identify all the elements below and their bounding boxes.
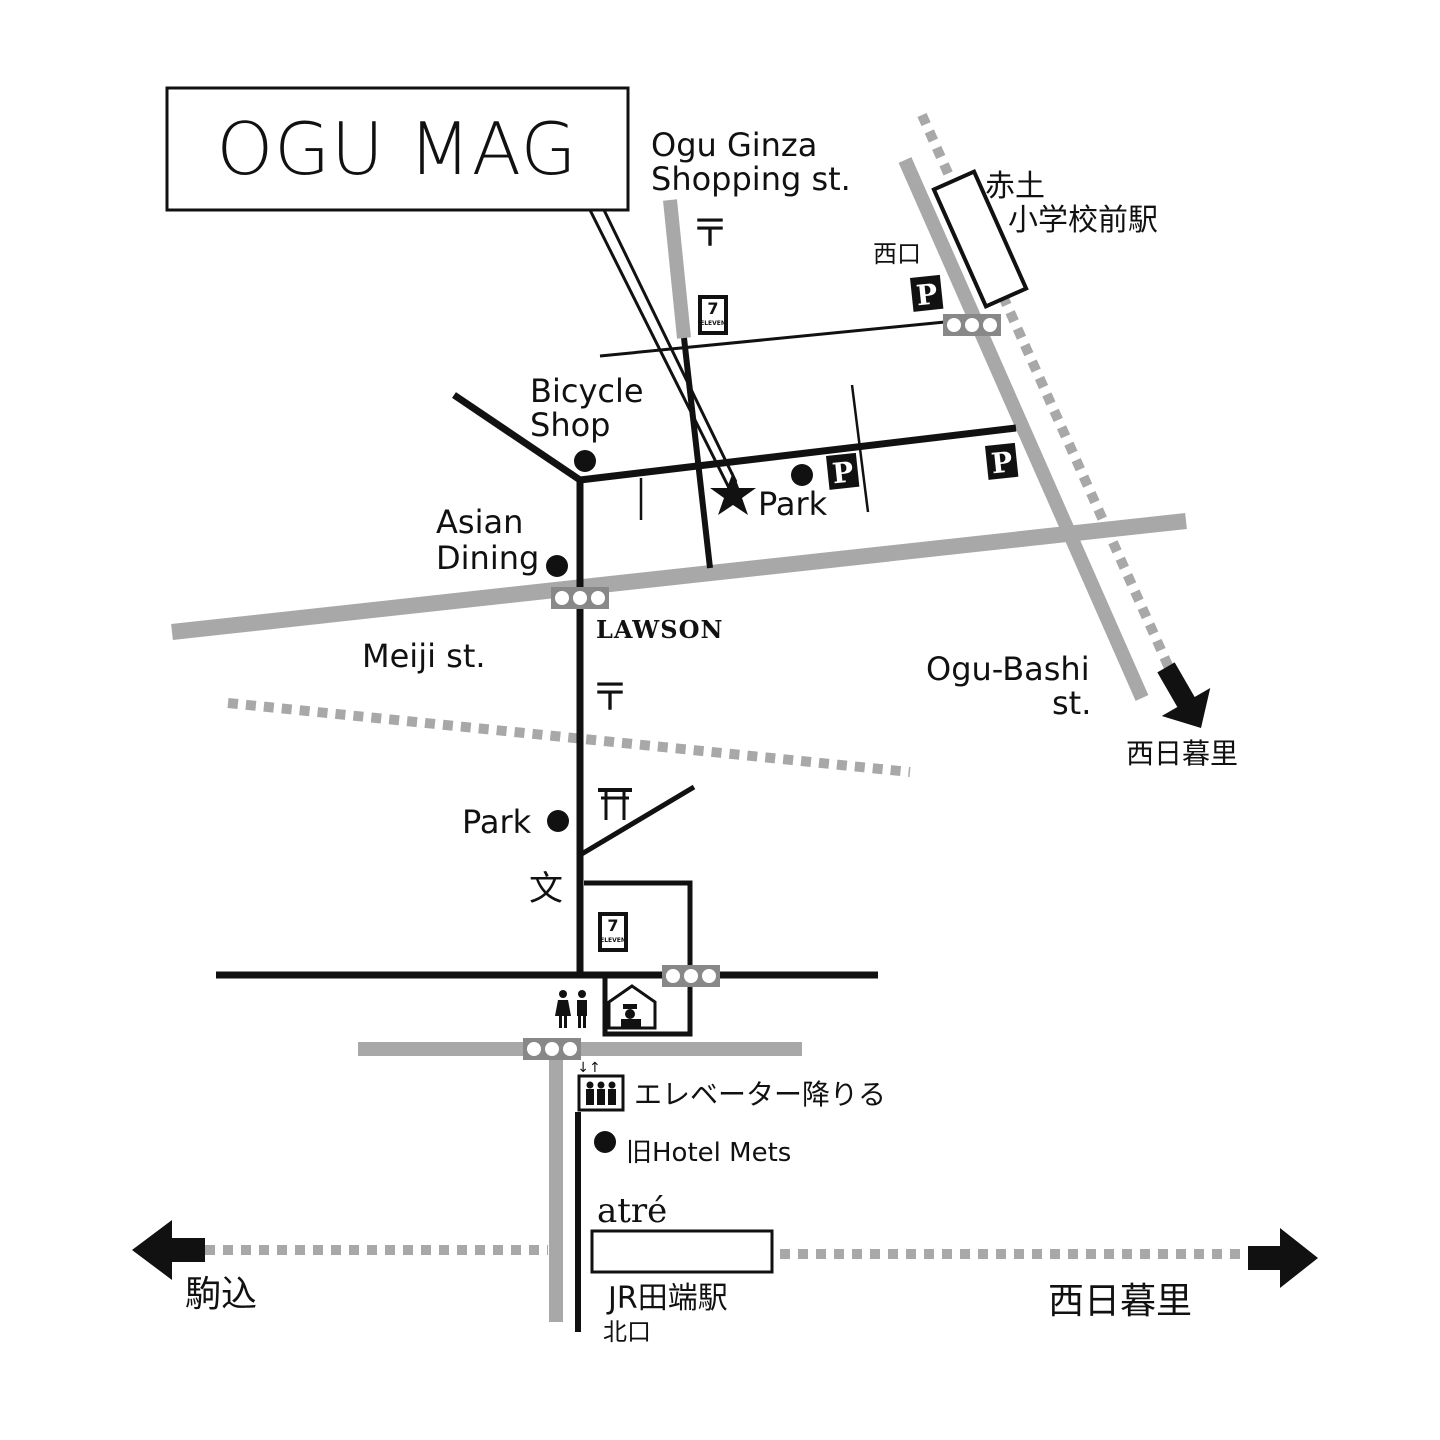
svg-text:ELEVEN: ELEVEN (700, 320, 726, 327)
street-diagonal-nw (452, 392, 582, 483)
lawson-label: LAWSON (596, 615, 723, 644)
bicycle-shop-label-2: Shop (530, 406, 610, 444)
main-roads (171, 157, 1187, 1322)
west-destination-label: 駒込 (185, 1274, 257, 1315)
seven-eleven-icon: 7 ELEVEN (698, 295, 728, 335)
callout-pointer-1 (588, 209, 732, 491)
svg-text:ELEVEN: ELEVEN (600, 937, 626, 944)
svg-text:P: P (915, 277, 939, 312)
jr-tabata-station-label: JR田端駅 (606, 1281, 728, 1316)
parking-icon: P (826, 452, 860, 490)
traffic-signal (523, 1038, 581, 1060)
destination-star-icon (710, 472, 756, 515)
bicycle-shop-dot (574, 450, 596, 472)
street-shrine-branch (578, 784, 696, 858)
rail-lines (205, 112, 1248, 1259)
park-north-dot (791, 464, 813, 486)
ogu-ginza-label-2: Shopping st. (651, 160, 851, 198)
hotel-label: 旧Hotel Mets (626, 1138, 791, 1168)
jr-tabata-station-box (590, 1229, 774, 1274)
ogu-bashi-label-2: st. (1052, 684, 1091, 722)
svg-text:7: 7 (707, 299, 718, 318)
street-small-2 (850, 384, 870, 513)
callout-pointer-2 (602, 209, 738, 483)
atre-label: atré (597, 1191, 667, 1231)
svg-text:↓↑: ↓↑ (577, 1060, 600, 1076)
parking-icon: P (910, 274, 944, 312)
toden-rail (917, 112, 1175, 673)
arrow-southeast-icon (1157, 662, 1211, 728)
ogu-ginza-road (663, 199, 691, 339)
park-north-label: Park (758, 485, 828, 523)
street-north-thin (599, 320, 946, 358)
akado-station-name-2: 小学校前駅 (1008, 203, 1158, 238)
meiji-street-label: Meiji st. (362, 637, 486, 675)
traffic-signal (662, 965, 720, 987)
street-center-vertical (681, 337, 713, 569)
asian-dining-dot (546, 555, 568, 577)
elevator-icon: ↓↑ (577, 1060, 625, 1112)
title-callout: OGU MAG (165, 86, 738, 491)
arrow-left-icon (132, 1220, 205, 1280)
post-office-icon: 〒 (691, 211, 729, 255)
akado-station-box (931, 168, 1029, 310)
local-rail (227, 698, 911, 777)
restroom-icon (555, 990, 587, 1028)
southeast-destination-label: 西日暮里 (1126, 737, 1238, 770)
meiji-street-road (171, 513, 1187, 640)
svg-text:7: 7 (607, 916, 618, 935)
ogu-bashi-label-1: Ogu-Bashi (926, 650, 1090, 688)
seven-eleven-icon: 7 ELEVEN (598, 912, 628, 952)
ogu-ginza-label-1: Ogu Ginza (651, 126, 817, 164)
street-main-east (579, 424, 1017, 484)
title-text: OGU MAG (217, 107, 578, 191)
shrine-icon (598, 788, 632, 820)
akado-exit-label: 西口 (873, 240, 921, 268)
park-south-label: Park (462, 803, 532, 841)
streets (216, 320, 1017, 1332)
elevator-label: エレベーター降りる (634, 1078, 886, 1111)
akado-station-name-1: 赤土 (985, 169, 1045, 204)
arrow-right-icon (1248, 1228, 1318, 1288)
post-office-icon: 〒 (591, 675, 629, 719)
title-box (165, 86, 630, 212)
bicycle-shop-label-1: Bicycle (530, 372, 644, 410)
hotel-dot (594, 1131, 616, 1153)
asian-dining-label-1: Asian (436, 503, 523, 541)
street-block-loop (584, 880, 693, 1037)
asian-dining-label-2: Dining (436, 539, 539, 577)
jr-north-exit-label: 北口 (603, 1318, 651, 1346)
police-box-icon (607, 984, 657, 1030)
traffic-signal (551, 587, 609, 609)
parking-icon: P (985, 442, 1019, 480)
park-south-dot (547, 810, 569, 832)
school-icon: 文 (529, 869, 563, 909)
traffic-signal (943, 314, 1001, 336)
ogu-bashi-road (898, 157, 1149, 701)
svg-text:P: P (831, 455, 855, 490)
east-destination-label: 西日暮里 (1048, 1281, 1192, 1322)
akado-station: 赤土 小学校前駅 西口 (873, 168, 1158, 310)
svg-text:P: P (990, 445, 1014, 480)
